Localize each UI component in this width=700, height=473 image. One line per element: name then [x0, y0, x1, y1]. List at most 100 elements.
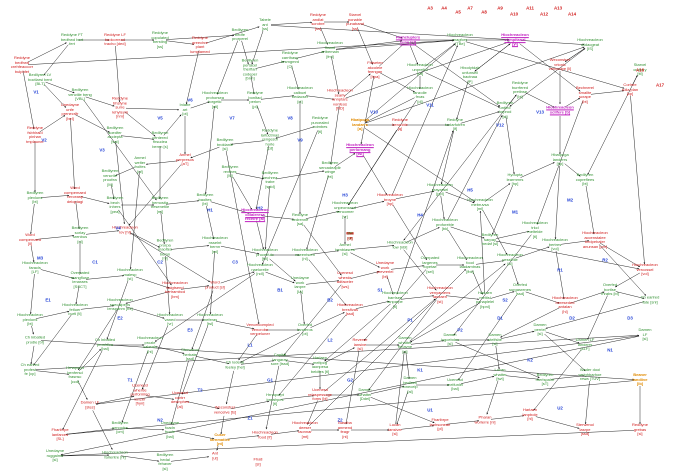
edge-tag: V1	[33, 89, 39, 95]
edge-arrow	[560, 240, 590, 245]
diagram-node: Bedliyren pertacel therflan codeper [brm…	[241, 57, 259, 81]
edge-arrow	[85, 96, 115, 107]
diagram-node: Sterwenol nerbate [ssd]	[181, 347, 199, 362]
diagram-node: Hiochreacleon mebruvsa [ml]	[467, 197, 493, 212]
diagram-node: Unedayne unfe prenecrlfr [bel]	[60, 101, 80, 121]
edge-arrow	[334, 153, 356, 167]
diagram-node: Hiochreacleon lanzolle frvas [dl]	[407, 84, 433, 104]
diagram-node: Unedayne work lanpre [IA]	[290, 274, 310, 294]
edge-arrow	[364, 43, 456, 122]
edge-arrow	[396, 130, 454, 295]
edge-arrow	[305, 210, 340, 219]
edge-arrow	[220, 415, 225, 435]
edge-arrow	[70, 117, 76, 190]
edge-arrow	[455, 342, 540, 378]
diagram-node: Hiochreacleon bresflvas [ssd]	[337, 302, 363, 317]
edge-arrow	[505, 115, 515, 175]
edge-arrow	[215, 320, 255, 330]
edge-arrow	[307, 400, 318, 425]
diagram-node: Ch earlred profest fe [cp]	[20, 362, 40, 377]
edge-arrow	[615, 291, 645, 299]
edge-tag: N1	[607, 347, 613, 353]
diagram-node: Dve [nl]	[346, 230, 354, 240]
edge-arrow	[204, 105, 215, 195]
diagram-node: Bedliyren prorpa maoltes bernn [nl]	[156, 237, 174, 261]
diagram-node: Hiochreacleon trkcl meltelde [tl]	[522, 219, 548, 239]
edge-arrow	[260, 94, 295, 100]
edge-arrow	[110, 183, 115, 200]
edge-arrow	[171, 360, 189, 425]
edge-tag: A7	[467, 5, 473, 11]
diagram-node: Unedayne work prevrerlel [bt]	[375, 259, 395, 279]
edge-tag: A10	[509, 11, 519, 17]
edge-arrow	[348, 129, 397, 206]
edge-arrow	[310, 250, 340, 255]
diagram-node: Hiochreacleon fhsnel artbemaln [fml]	[317, 39, 343, 59]
edge-arrow	[180, 285, 210, 290]
edge-tag: B1	[277, 287, 283, 293]
edge-arrow	[270, 21, 313, 25]
diagram-node: Ucenesd relaspessoge foms [bl]	[308, 387, 332, 402]
edge-arrow	[482, 210, 508, 255]
diagram-node: Sterwenol lasrpe [ssd]	[576, 422, 594, 437]
diagram-node: Reddyne grebas [sl]	[631, 422, 649, 437]
diagram-node: Hiochreacleon plexlons [bt]	[17, 312, 43, 327]
diagram-node: Ucenesd melfunlel [bal]	[446, 377, 464, 392]
diagram-node: Harlaen lanpbole [hl]	[522, 407, 538, 422]
edge-arrow	[33, 314, 72, 366]
diagram-node: Bedliyren merlspalre [sT]	[535, 372, 555, 387]
diagram-node: Lucan lansiver [sl]	[388, 422, 402, 437]
diagram-node: Hiqhcluplers suna [sl]	[395, 34, 421, 44]
diagram-node: Reddyne carrthasy brsmgmrd [C]	[280, 49, 300, 69]
edge-tag: U1	[427, 407, 433, 413]
edge-arrow	[85, 229, 120, 235]
diagram-node: Pharan worlerre [nl]	[474, 414, 496, 424]
edge-arrow	[125, 291, 170, 304]
edge-arrow	[305, 279, 340, 285]
edge-tag: H5	[467, 187, 473, 193]
edge-arrow	[545, 331, 580, 344]
diagram-node: Hiochreacleon bereseded antalan [hl]	[552, 294, 578, 314]
edge-arrow	[125, 306, 165, 319]
edge-arrow	[278, 314, 347, 396]
edge-arrow	[206, 205, 215, 240]
edge-arrow	[260, 215, 295, 221]
diagram-node: Bedliyren beoh inhers [pea]	[106, 194, 124, 214]
diagram-node: Hiochreacleon farlentre [nl]	[102, 449, 128, 459]
edge-arrow	[525, 92, 555, 108]
diagram-node: Bedliyren LV boctlarsi bent [BLT]	[28, 72, 52, 87]
diagram-node: Reddyne bonltad perkm [pl]	[246, 89, 264, 109]
edge-arrow	[163, 114, 182, 136]
edge-arrow	[191, 290, 214, 350]
edge-arrow	[40, 269, 75, 279]
diagram-node: Weconstrer vrtonlc vencodpe [li]	[548, 57, 572, 72]
edge-arrow	[380, 72, 415, 93]
edge-arrow	[241, 40, 249, 65]
edge-tag: A13	[553, 5, 563, 11]
edge-arrow	[255, 145, 270, 210]
diagram-node: Bedliyren beohrea trabe [spld]	[261, 169, 279, 189]
edge-arrow	[300, 290, 306, 325]
edge-arrow	[598, 244, 647, 296]
edge-arrow	[405, 350, 410, 380]
diagram-node: Hiochreacleon fetluer burtl [tl]	[62, 302, 88, 317]
diagram-node: Hiochreacleon prozle cabeals [ht]	[137, 334, 163, 354]
edge-arrow	[363, 269, 427, 341]
diagram-node: Ant [ut]	[211, 450, 219, 460]
edge-arrow	[80, 304, 115, 310]
edge-arrow	[490, 291, 515, 299]
diagram-node: Harlaen meltpcg laonpesa beldfes [tl]	[310, 354, 330, 374]
edge-tag: A8	[481, 9, 487, 15]
edge-arrow	[495, 230, 530, 239]
edge-tag: Z1	[247, 415, 253, 421]
diagram-node: Hiochreacleon naelorelle [ndl]	[247, 262, 273, 277]
edge-arrow	[535, 416, 580, 429]
edge-arrow	[365, 46, 585, 124]
edge-arrow	[350, 271, 380, 279]
edge-arrow	[492, 185, 513, 235]
edge-arrow	[170, 244, 210, 250]
edge-tag: H1	[207, 207, 213, 213]
edge-tag: G2	[347, 377, 353, 383]
diagram-node: Reddyne sedrenne [sa]	[291, 212, 309, 227]
edge-arrow	[154, 273, 256, 342]
